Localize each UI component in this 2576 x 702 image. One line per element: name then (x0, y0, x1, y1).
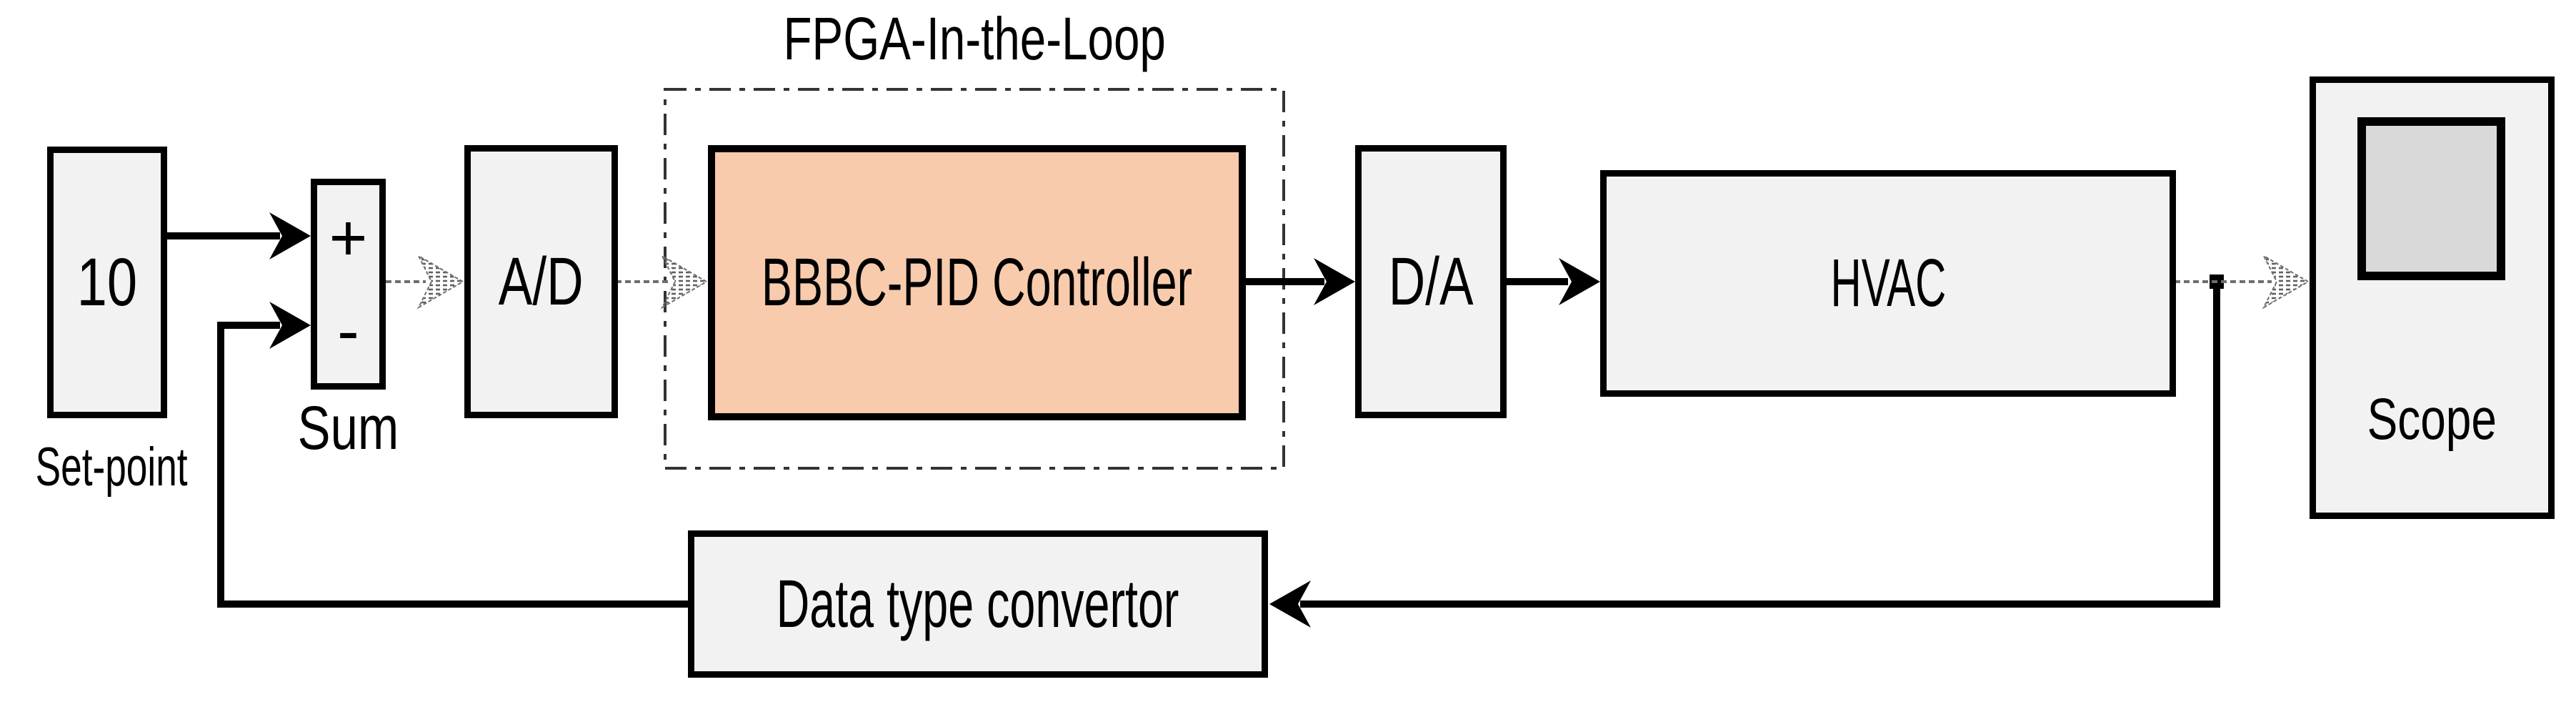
arrowhead-da-input (1314, 258, 1355, 305)
sum-minus-sign: - (337, 295, 359, 367)
da-converter-label: D/A (1388, 243, 1474, 320)
scope-caption: Scope (2316, 390, 2548, 449)
hvac-plant-label: HVAC (1830, 245, 1946, 321)
scope-block: Scope (2310, 76, 2555, 519)
fil-region-title: FPGA-In-the-Loop (665, 9, 1284, 69)
arrowhead-converter-input (1269, 580, 1311, 628)
ad-converter-block: A/D (464, 145, 618, 418)
arrowhead-hvac-input (1559, 258, 1600, 305)
sum-minus-port: - (317, 298, 379, 364)
sum-block: + - (311, 179, 386, 390)
signal-feedback-to-sum (217, 322, 688, 608)
arrowhead-ad-input-hatched (416, 254, 464, 310)
scope-screen (2357, 117, 2505, 280)
setpoint-value: 10 (76, 244, 138, 320)
hvac-plant-block: HVAC (1600, 170, 2176, 397)
scope-caption-text: Scope (2367, 387, 2497, 452)
arrowhead-sum-minus-input (269, 302, 311, 349)
sum-caption-text: Sum (297, 394, 399, 463)
fil-region-title-text: FPGA-In-the-Loop (783, 5, 1166, 72)
arrowhead-sum-plus-input (269, 212, 311, 259)
arrowhead-controller-input-hatched (660, 254, 708, 310)
setpoint-constant-block: 10 (47, 147, 167, 418)
data-type-converter-label: Data type convertor (777, 565, 1179, 642)
arrowhead-scope-input-hatched (2262, 254, 2310, 310)
da-converter-block: D/A (1355, 145, 1507, 418)
bbbc-pid-controller-block: BBBC-PID Controller (708, 145, 1246, 420)
setpoint-caption: Set-point (0, 440, 223, 495)
signal-branch-to-converter (1300, 282, 2220, 608)
sum-plus-port: + (317, 205, 379, 271)
ad-converter-label: A/D (499, 243, 584, 320)
sum-plus-sign: + (329, 202, 368, 275)
data-type-converter-block: Data type convertor (688, 530, 1268, 678)
sum-caption: Sum (275, 397, 421, 459)
setpoint-caption-text: Set-point (35, 437, 188, 498)
bbbc-pid-controller-label: BBBC-PID Controller (761, 244, 1193, 320)
